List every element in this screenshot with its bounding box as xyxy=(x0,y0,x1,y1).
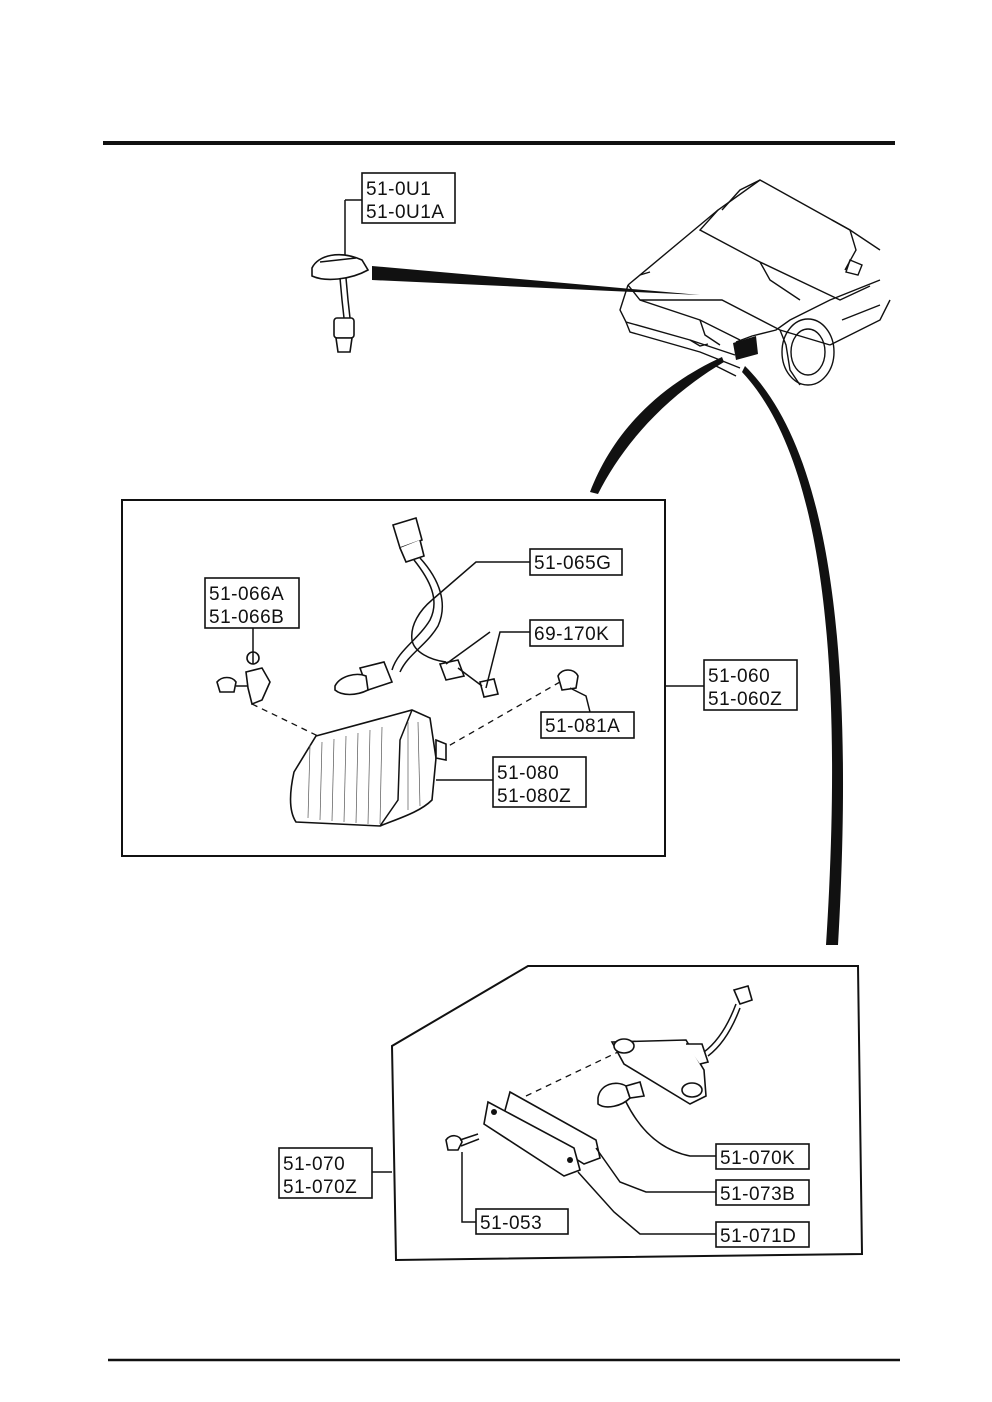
label-51-073b: 51-073B xyxy=(720,1184,795,1205)
bracket-and-screws xyxy=(216,628,271,706)
label-51-0u1a: 51-0U1A xyxy=(366,202,445,223)
label-51-0u1: 51-0U1 xyxy=(366,179,431,200)
label-51-080: 51-080 xyxy=(497,763,559,784)
label-51-060: 51-060 xyxy=(708,666,770,687)
label-69-170k: 69-170K xyxy=(534,624,609,645)
fog-lamp-part xyxy=(311,199,370,353)
callout-51-071d: 51-071D xyxy=(715,1221,810,1248)
turn-lamp-frame xyxy=(121,499,666,857)
label-51-066a: 51-066A xyxy=(209,584,284,605)
callout-51-080: 51-080 51-080Z xyxy=(492,756,587,808)
label-51-081a: 51-081A xyxy=(545,716,620,737)
label-51-070: 51-070 xyxy=(283,1154,345,1175)
marker-housing xyxy=(610,985,753,1105)
callout-51-070k: 51-070K xyxy=(715,1143,810,1170)
side-marker-frame xyxy=(390,965,864,1262)
callout-51-066: 51-066A 51-066B xyxy=(204,577,300,629)
wire-harness xyxy=(334,516,530,698)
marker-location-spot xyxy=(733,336,758,360)
pointer-to-fog-lamp xyxy=(372,266,700,295)
label-51-071d: 51-071D xyxy=(720,1226,796,1247)
marker-screw xyxy=(445,1133,480,1223)
callout-51-065g: 51-065G xyxy=(529,548,623,576)
pointer-to-turn-lamp xyxy=(590,357,724,494)
marker-bulb xyxy=(597,1081,718,1157)
label-51-070k: 51-070K xyxy=(720,1148,795,1169)
pointer-to-side-marker xyxy=(742,366,844,945)
callout-51-053: 51-053 xyxy=(475,1208,569,1235)
marker-lens-gasket xyxy=(483,1090,718,1235)
label-51-060z: 51-060Z xyxy=(708,689,782,710)
callout-51-073b: 51-073B xyxy=(715,1179,810,1206)
turn-lamp-lens xyxy=(289,709,493,827)
callout-51-081a: 51-081A xyxy=(540,711,635,739)
label-51-080z: 51-080Z xyxy=(497,786,571,807)
label-51-070z: 51-070Z xyxy=(283,1177,357,1198)
side-bulb xyxy=(557,669,591,713)
car-front-illustration xyxy=(619,179,891,386)
label-51-053: 51-053 xyxy=(480,1213,542,1234)
callout-69-170k: 69-170K xyxy=(529,619,624,647)
callout-51-070: 51-070 51-070Z xyxy=(278,1147,373,1199)
label-51-065g: 51-065G xyxy=(534,553,611,574)
callout-51-0u1: 51-0U1 51-0U1A xyxy=(361,172,456,224)
label-51-066b: 51-066B xyxy=(209,607,284,628)
callout-51-060: 51-060 51-060Z xyxy=(703,659,798,711)
